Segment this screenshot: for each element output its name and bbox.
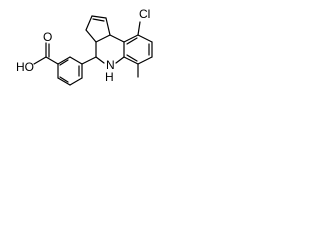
carboxylic-acid-group: O HO xyxy=(16,30,59,74)
benzoic-acid-ring xyxy=(57,56,83,86)
carboxylic-oxygen-label: O xyxy=(43,30,52,44)
hydroxyl-label: HO xyxy=(16,60,34,74)
tetrahydropyridine-ring: N H xyxy=(95,34,125,84)
chlorine-label: Cl xyxy=(139,7,150,21)
quinoline-benzene-ring xyxy=(123,34,153,65)
cyclopentene-ring xyxy=(85,15,111,43)
chemical-structure: O HO N H Cl xyxy=(16,7,153,86)
aryl-link-bond xyxy=(81,56,97,65)
amine-nitrogen-label: N xyxy=(106,58,115,72)
chloro-substituent: Cl xyxy=(137,7,150,36)
amine-hydrogen-label: H xyxy=(105,70,114,84)
